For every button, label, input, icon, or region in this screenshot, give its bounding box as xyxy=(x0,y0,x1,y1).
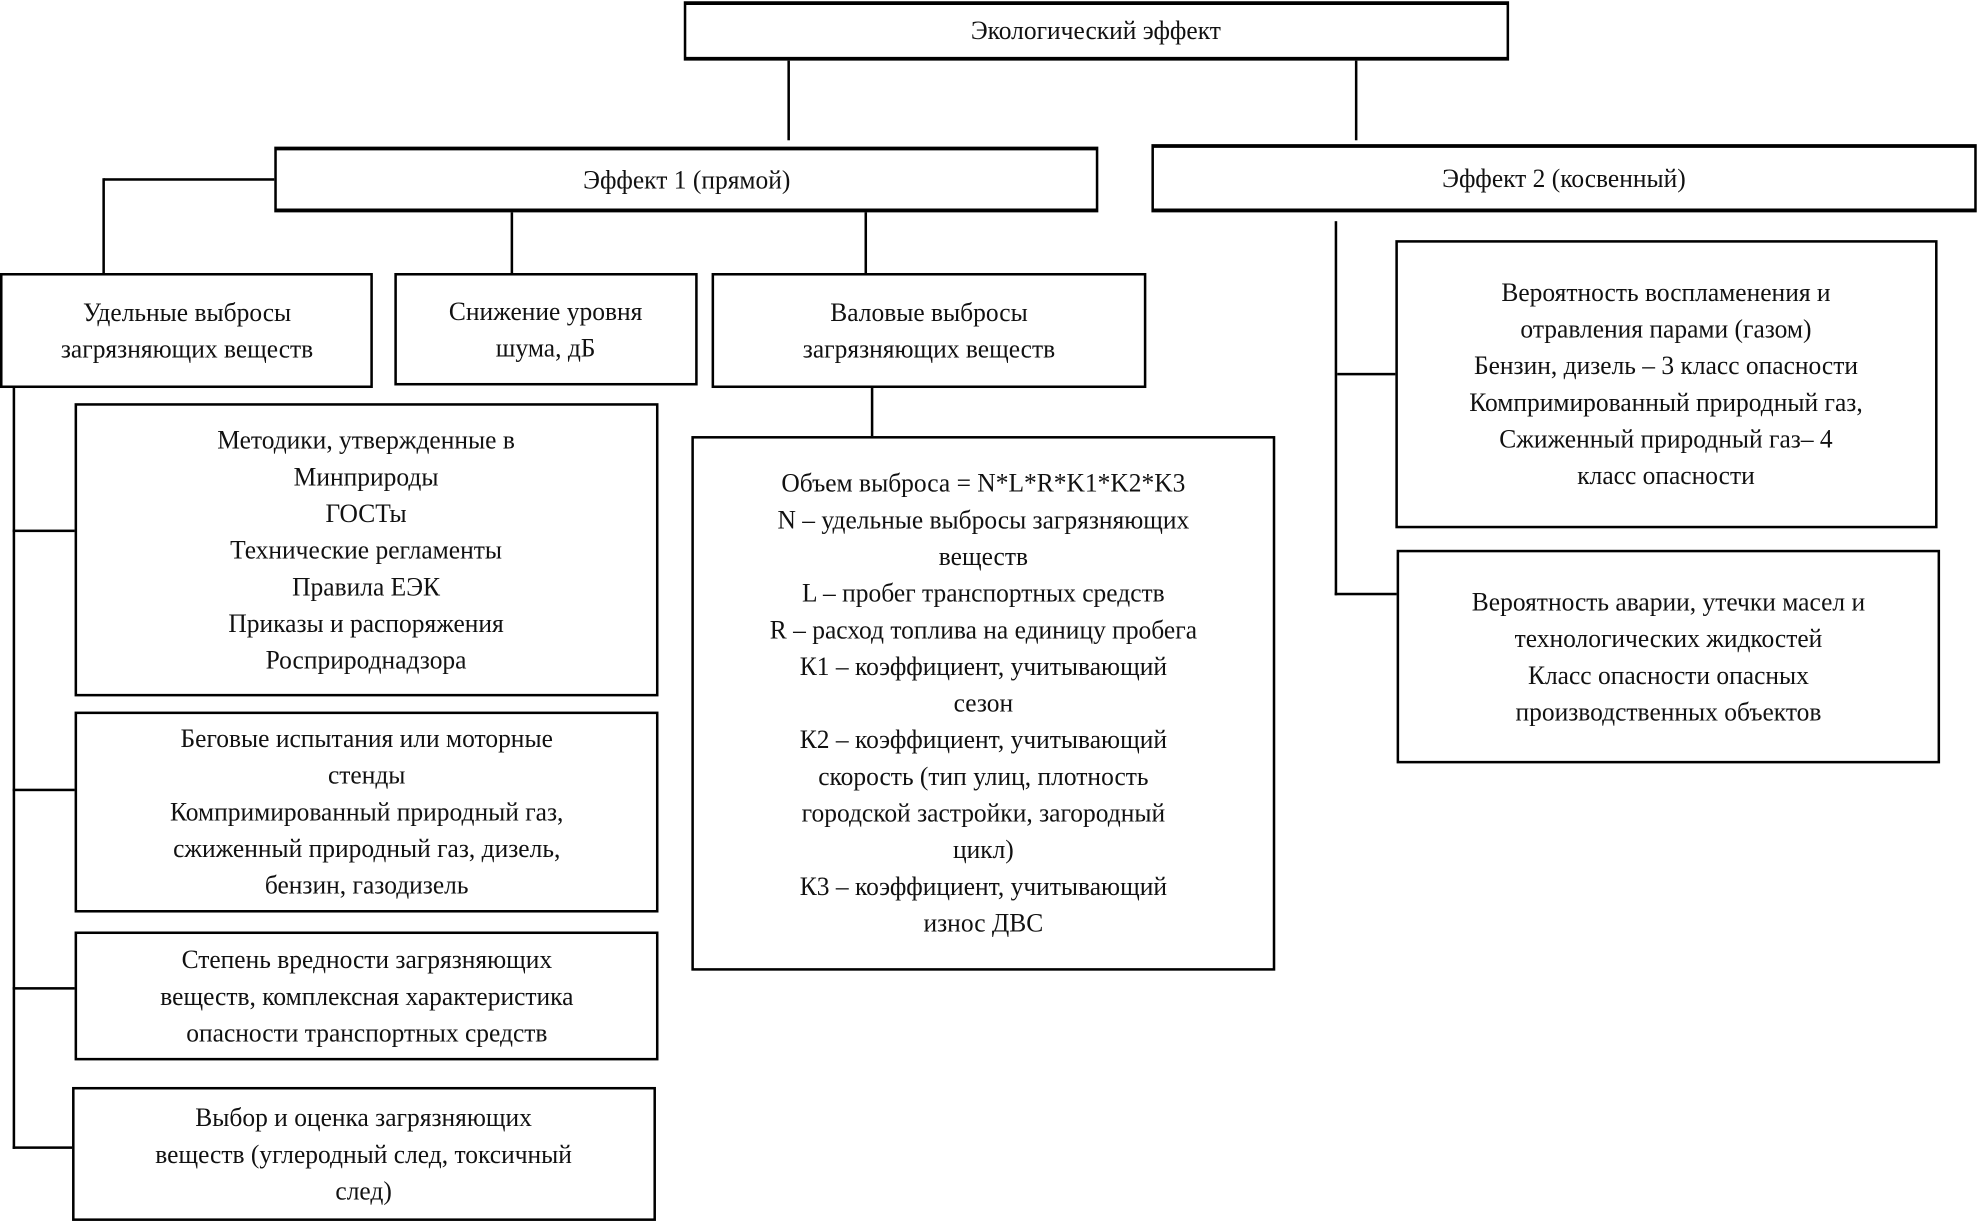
connector xyxy=(870,386,874,438)
node-harmfulness: Степень вредности загрязняющих веществ, … xyxy=(74,931,659,1061)
node-gross-emissions: Валовые выбросы загрязняющих веществ xyxy=(711,273,1147,389)
node-effect-direct: Эффект 1 (прямой) xyxy=(274,146,1099,213)
node-label: Валовые выбросы загрязняющих веществ xyxy=(802,296,1056,364)
connector xyxy=(12,386,16,1149)
node-specific-emissions: Удельные выбросы загрязняющих веществ xyxy=(0,273,373,389)
connector xyxy=(12,987,75,990)
node-label: Экологический эффект xyxy=(971,15,1222,46)
connector xyxy=(102,178,105,275)
node-label: Удельные выбросы загрязняющих веществ xyxy=(60,296,313,364)
node-methods: Методики, утвержденные в Минприроды ГОСТ… xyxy=(74,403,659,697)
node-effect-indirect: Эффект 2 (косвенный) xyxy=(1151,144,1977,213)
connector xyxy=(103,178,276,181)
connector xyxy=(12,788,75,792)
connector xyxy=(1337,372,1397,376)
node-accident-probability: Вероятность аварии, утечки масел и техно… xyxy=(1396,549,1941,764)
connector xyxy=(510,211,514,275)
node-tests: Беговые испытания или моторные стенды Ко… xyxy=(74,711,659,913)
node-label: Степень вредности загрязняющих веществ, … xyxy=(159,943,574,1048)
node-root: Экологический эффект xyxy=(683,1,1510,61)
node-ignition-probability: Вероятность воспламенения и отравления п… xyxy=(1395,240,1938,529)
connector xyxy=(1334,221,1338,596)
connector xyxy=(787,59,790,141)
node-label: Эффект 2 (косвенный) xyxy=(1442,162,1686,193)
connector xyxy=(1354,59,1358,141)
node-label: Снижение уровня шума, дБ xyxy=(449,295,643,363)
node-noise-reduction: Снижение уровня шума, дБ xyxy=(394,273,698,386)
node-label: Вероятность воспламенения и отравления п… xyxy=(1469,276,1864,491)
node-label: Эффект 1 (прямой) xyxy=(582,163,790,195)
node-label: Беговые испытания или моторные стенды Ко… xyxy=(169,722,564,900)
connector xyxy=(1334,592,1398,596)
node-label: Вероятность аварии, утечки масел и техно… xyxy=(1471,585,1866,727)
node-gross-formula: Объем выброса = N*L*R*K1*K2*K3 N – удель… xyxy=(691,436,1276,971)
node-label: Методики, утвержденные в Минприроды ГОСТ… xyxy=(217,424,516,675)
node-selection: Выбор и оценка загрязняющих веществ (угл… xyxy=(72,1086,656,1221)
connector xyxy=(12,529,75,533)
connector xyxy=(864,211,868,275)
node-label: Объем выброса = N*L*R*K1*K2*K3 N – удель… xyxy=(769,467,1197,938)
node-label: Выбор и оценка загрязняющих веществ (угл… xyxy=(155,1101,573,1206)
connector xyxy=(12,1146,74,1149)
